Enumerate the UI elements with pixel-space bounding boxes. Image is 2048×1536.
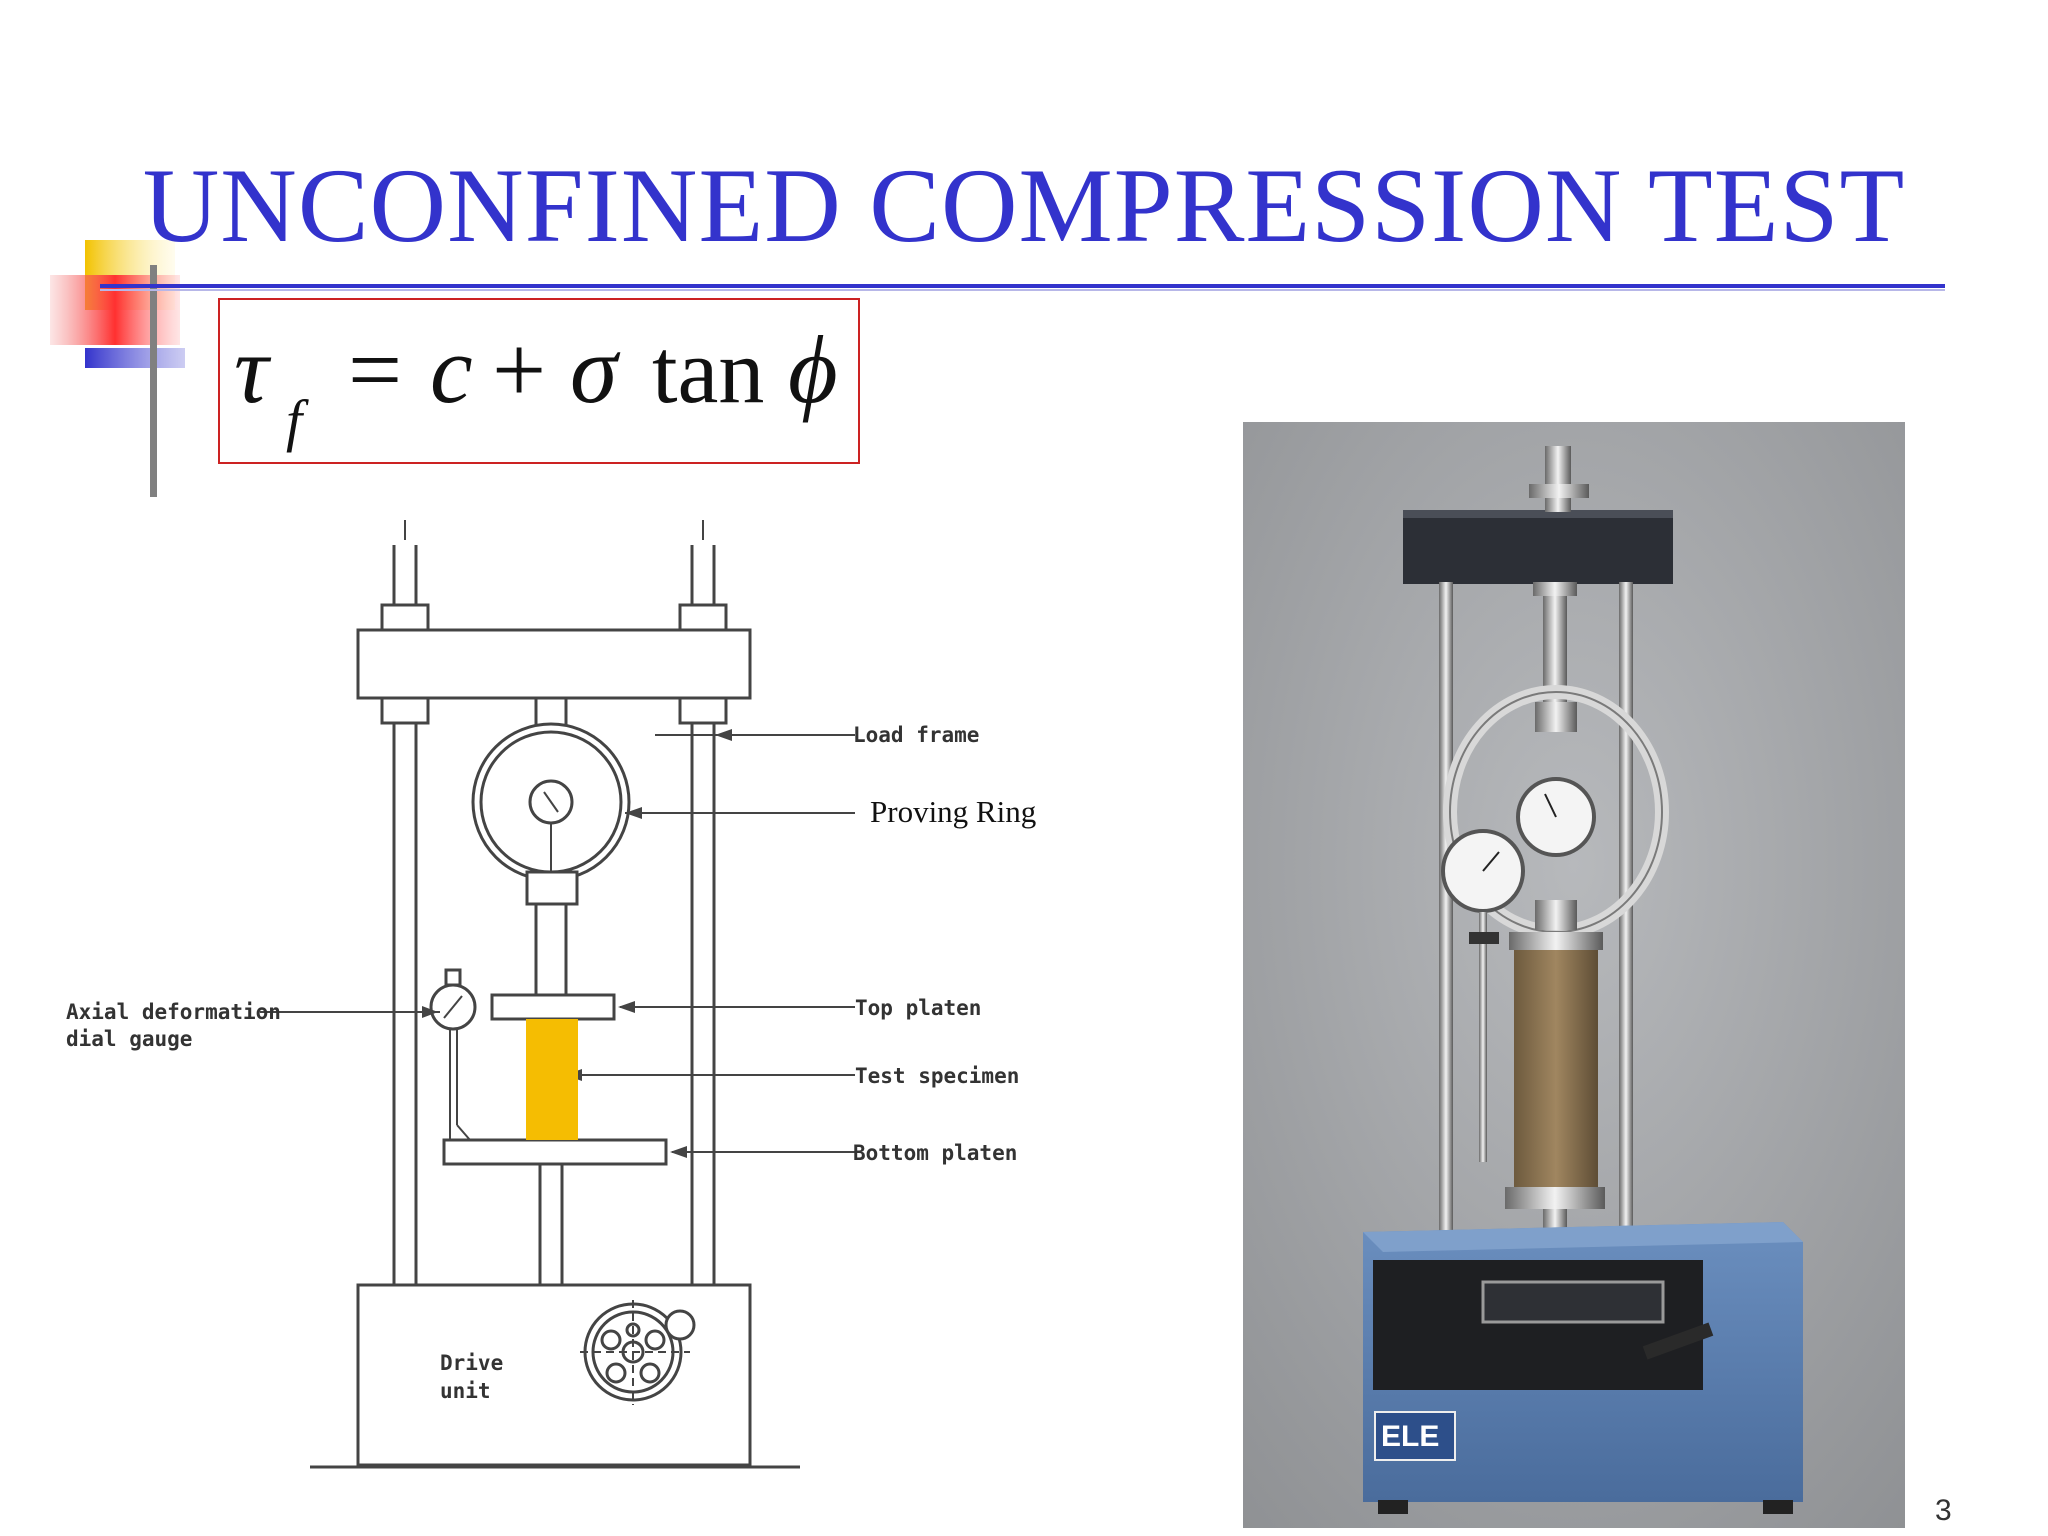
title-underline-shadow [100, 289, 1945, 291]
label-axial-line1: Axial deformation [66, 1000, 281, 1024]
tau-symbol: τ [234, 316, 272, 423]
label-proving-ring: Proving Ring [870, 794, 1036, 829]
subscript-f: f [286, 388, 309, 453]
page-number: 3 [1935, 1494, 1952, 1527]
test-specimen-fill [526, 1019, 578, 1140]
title-underline [100, 284, 1945, 288]
equation-box: τ f = c + σ tan ϕ [218, 298, 860, 464]
corner-accent-decoration [50, 240, 185, 497]
equals-sign: = [348, 316, 402, 423]
label-test-specimen: Test specimen [855, 1064, 1019, 1088]
apparatus-photo: ELE [1243, 422, 1905, 1528]
label-drive-line2: unit [440, 1379, 491, 1403]
slide-title: UNCONFINED COMPRESSION TEST [142, 147, 1906, 264]
phi-symbol: ϕ [788, 316, 838, 423]
label-top-platen: Top platen [855, 996, 981, 1020]
brand-badge: ELE [1381, 1420, 1439, 1453]
cohesion-c: c [430, 316, 473, 423]
label-drive-line1: Drive [440, 1351, 503, 1375]
label-bottom-platen: Bottom platen [853, 1141, 1017, 1165]
tan-function: tan [652, 320, 764, 422]
apparatus-diagram: Load frame Proving Ring Axial deformatio… [66, 520, 1036, 1469]
shear-strength-equation: τ f = c + σ tan ϕ [234, 316, 838, 453]
sigma-symbol: σ [570, 316, 621, 423]
label-load-frame: Load frame [853, 723, 979, 747]
plus-sign: + [492, 316, 546, 423]
label-axial-line2: dial gauge [66, 1027, 192, 1051]
